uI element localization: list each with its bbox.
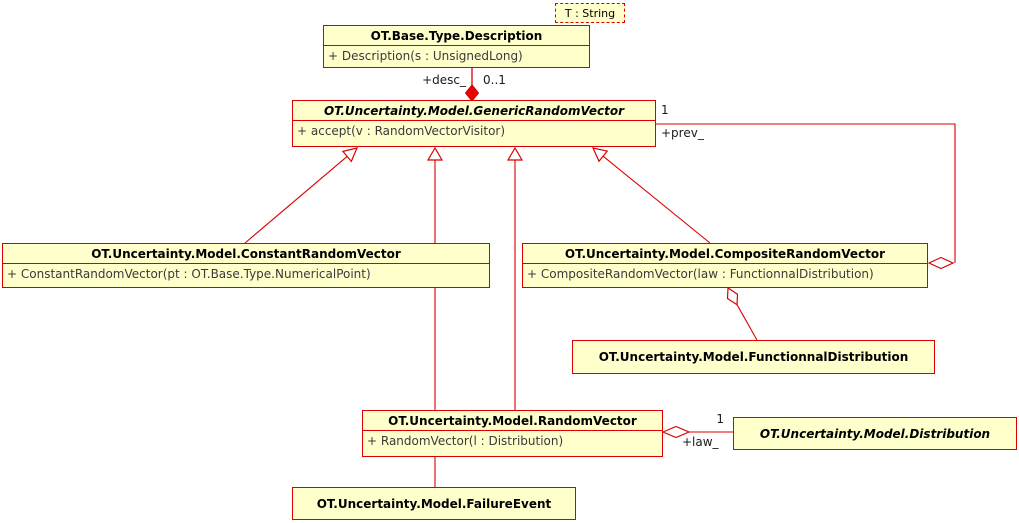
class-functionnal-distribution[interactable]: OT.Uncertainty.Model.FunctionnalDistribu… — [572, 340, 935, 374]
class-title: OT.Uncertainty.Model.ConstantRandomVecto… — [3, 244, 489, 264]
composition-diamond-icon — [464, 84, 480, 102]
generalization-randomvector-edge-2 — [506, 146, 524, 410]
label-law-multiplicity: 1 — [716, 412, 724, 426]
class-title: OT.Uncertainty.Model.CompositeRandomVect… — [523, 244, 927, 264]
template-parameter-label: T : String — [564, 6, 616, 20]
class-title: OT.Uncertainty.Model.GenericRandomVector — [293, 101, 655, 121]
class-composite-random-vector[interactable]: OT.Uncertainty.Model.CompositeRandomVect… — [522, 243, 928, 288]
class-method: + RandomVector(l : Distribution) — [367, 434, 564, 448]
aggregation-functionnal-edge — [726, 286, 758, 341]
aggregation-diamond-icon — [927, 256, 955, 270]
generalization-constant-edge — [244, 147, 359, 244]
label-prev-multiplicity: 1 — [661, 103, 669, 117]
class-constant-random-vector[interactable]: OT.Uncertainty.Model.ConstantRandomVecto… — [2, 243, 490, 288]
composition-desc-edge — [464, 68, 480, 102]
template-parameter-box[interactable]: T : String — [555, 3, 625, 23]
label-desc-role: +desc_ — [422, 73, 466, 87]
class-method: + CompositeRandomVector(law : Functionna… — [527, 267, 874, 281]
generalization-triangle-icon — [591, 147, 609, 163]
label-law-role: +law_ — [682, 435, 719, 449]
aggregation-prev-edge — [656, 123, 956, 270]
class-title: OT.Base.Type.Description — [324, 26, 589, 46]
class-title: OT.Uncertainty.Model.FailureEvent — [316, 496, 552, 511]
class-title: OT.Uncertainty.Model.RandomVector — [363, 411, 662, 431]
class-method: + ConstantRandomVector(pt : OT.Base.Type… — [7, 267, 371, 281]
class-method: + Description(s : UnsignedLong) — [328, 49, 523, 63]
class-title: OT.Uncertainty.Model.FunctionnalDistribu… — [598, 350, 909, 364]
generalization-triangle-icon — [426, 146, 444, 161]
class-random-vector[interactable]: OT.Uncertainty.Model.RandomVector + Rand… — [362, 410, 663, 457]
generalization-composite-edge — [591, 147, 711, 244]
label-prev-role: +prev_ — [661, 126, 704, 140]
label-desc-multiplicity: 0..1 — [483, 73, 506, 87]
class-distribution[interactable]: OT.Uncertainty.Model.Distribution — [733, 417, 1017, 450]
class-failure-event[interactable]: OT.Uncertainty.Model.FailureEvent — [292, 487, 576, 520]
aggregation-diamond-icon — [726, 286, 739, 306]
generalization-triangle-icon — [506, 146, 524, 161]
aggregation-law-edge — [661, 425, 733, 439]
class-method: + accept(v : RandomVectorVisitor) — [297, 124, 506, 138]
class-title: OT.Uncertainty.Model.Distribution — [759, 426, 991, 441]
generalization-triangle-icon — [341, 147, 359, 163]
class-generic-random-vector[interactable]: OT.Uncertainty.Model.GenericRandomVector… — [292, 100, 656, 147]
class-description[interactable]: OT.Base.Type.Description + Description(s… — [323, 25, 590, 68]
